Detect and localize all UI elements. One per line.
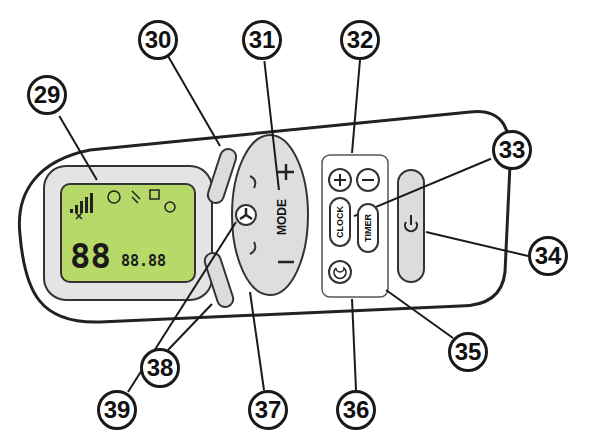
leader-line <box>168 56 220 146</box>
button-label: CLOCK <box>335 206 345 238</box>
callout-number: 35 <box>448 332 488 372</box>
callout-number: 31 <box>242 20 282 60</box>
leader-line <box>352 60 360 153</box>
rocker-button <box>232 135 308 295</box>
button-label: TIMER <box>363 214 373 242</box>
callout-label: 37 <box>255 398 282 422</box>
lcd-digits: 88 <box>70 239 111 273</box>
fan-button <box>236 205 256 225</box>
callout-label: 34 <box>535 244 562 268</box>
button-group-frame <box>322 155 388 297</box>
remote-button: TIMER <box>357 203 379 253</box>
leader-line <box>264 61 279 190</box>
callout-number: 33 <box>492 130 532 170</box>
callout-label: 29 <box>34 83 61 107</box>
minus-sign <box>362 179 374 181</box>
callout-number: 38 <box>140 348 180 388</box>
moon-icon <box>334 268 346 278</box>
plus-sign <box>285 164 288 180</box>
leader-line <box>59 116 97 180</box>
leader-line <box>168 304 212 350</box>
side-button <box>203 251 236 309</box>
lcd-bezel <box>44 166 212 300</box>
callout-label: 38 <box>147 356 174 380</box>
fan-icon <box>240 208 252 219</box>
callout-number: 37 <box>248 390 288 430</box>
power-icon <box>405 215 417 231</box>
plus-button <box>329 169 351 191</box>
leader-line <box>426 232 528 256</box>
callout-label: 33 <box>499 138 526 162</box>
lcd-clock: 88.88 <box>121 254 166 269</box>
callout-label: 32 <box>347 28 374 52</box>
callout-number: 29 <box>27 75 67 115</box>
swing-icon <box>250 176 255 188</box>
mode-button: MODE <box>273 193 291 241</box>
callout-label: 36 <box>343 398 370 422</box>
callout-label: 30 <box>145 28 172 52</box>
lcd-display: 88 88.88 <box>60 183 196 283</box>
callout-label: 31 <box>249 28 276 52</box>
swing-icon <box>250 242 255 254</box>
leader-line <box>386 290 453 338</box>
callout-number: 36 <box>336 390 376 430</box>
lcd-icons <box>62 185 194 221</box>
callout-number: 39 <box>97 390 137 430</box>
callout-label: 39 <box>104 398 131 422</box>
minus-button <box>357 169 379 191</box>
power-button <box>398 170 424 282</box>
plus-sign <box>334 174 346 186</box>
sleep-button <box>329 261 351 283</box>
callout-number: 32 <box>340 20 380 60</box>
callout-number: 34 <box>528 236 568 276</box>
callout-label: 35 <box>455 340 482 364</box>
button-label: MODE <box>275 199 289 235</box>
leader-line <box>250 292 264 390</box>
leader-line <box>352 299 356 390</box>
remote-button: CLOCK <box>329 197 351 247</box>
remote-body <box>19 112 510 323</box>
callout-number: 30 <box>138 20 178 60</box>
minus-sign <box>278 261 294 264</box>
